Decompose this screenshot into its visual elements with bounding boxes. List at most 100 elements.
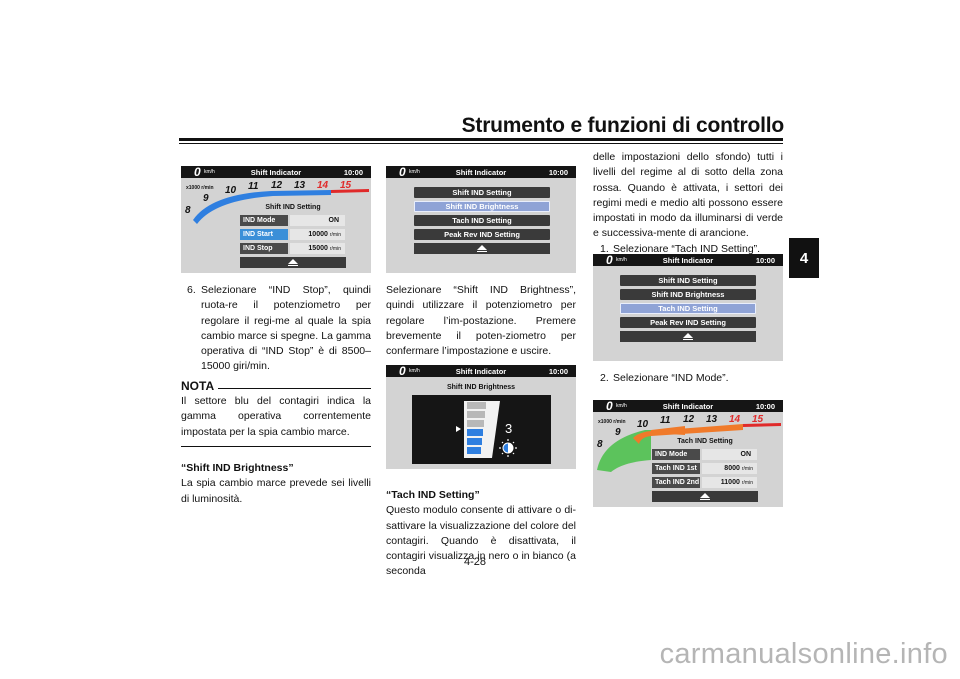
tick-label-12: 12 [683, 414, 695, 425]
lcd-clock: 10:00 [755, 256, 775, 265]
speed-unit: km/h [616, 257, 627, 263]
tick-label-14: 14 [729, 414, 741, 425]
eject-up-icon [477, 245, 487, 252]
back-button[interactable] [414, 243, 550, 254]
screen-settings-menu-tach: 0 km/h Shift Indicator 10:00 Shift IND S… [593, 253, 783, 361]
lcd-clock: 10:00 [548, 168, 568, 177]
speed-unit: km/h [616, 403, 627, 409]
tacho-red-band [331, 189, 369, 193]
screen-settings-menu-brightness: 0 km/h Shift Indicator 10:00 Shift IND S… [386, 165, 576, 273]
row-ind-mode[interactable]: IND Mode ON [652, 449, 758, 460]
brightness-panel: 3 [412, 395, 551, 464]
menu-item-shift-ind-brightness[interactable]: Shift IND Brightness [620, 289, 756, 300]
tick-label-15: 15 [752, 414, 764, 425]
row-label: IND Mode [240, 215, 288, 226]
tick-label-15: 15 [340, 180, 352, 191]
step-text: Selezionare “Tach IND Setting”. [613, 242, 761, 255]
nota-title: NOTA [181, 378, 215, 393]
brightness-bar [467, 438, 482, 445]
screen-brightness-adjust: 0 km/h Shift Indicator 10:00 Shift IND B… [386, 364, 576, 469]
tacho-blue-band [193, 190, 331, 224]
row-label: IND Mode [652, 449, 700, 460]
tick-label-12: 12 [271, 180, 283, 191]
row-label: IND Start [240, 229, 288, 240]
speed-unit: km/h [204, 169, 215, 175]
eject-up-icon [288, 259, 298, 266]
panel-title: Shift IND Setting [265, 204, 321, 211]
menu-item-shift-ind-setting[interactable]: Shift IND Setting [414, 187, 550, 198]
menu-item-peak-rev-ind-setting[interactable]: Peak Rev IND Setting [620, 317, 756, 328]
speed-readout: 0 [399, 165, 406, 179]
step-2: 2. Selezionare “IND Mode”. [593, 371, 783, 386]
tacho-red-band [743, 423, 781, 427]
row-ind-mode[interactable]: IND Mode ON [240, 215, 346, 226]
lcd-top-bar: 0 km/h Shift Indicator 10:00 [593, 253, 783, 267]
menu-item-shift-ind-setting[interactable]: Shift IND Setting [620, 275, 756, 286]
lcd-title: Shift Indicator [250, 168, 302, 177]
menu-item-tach-ind-setting[interactable]: Tach IND Setting [620, 303, 756, 314]
lcd-top-bar: 0 km/h Shift Indicator 10:00 [181, 165, 371, 179]
lcd-title: Shift Indicator [455, 168, 507, 177]
tach-text: Questo modulo consente di attivare o di-… [386, 504, 576, 578]
brightness-bar [467, 420, 484, 427]
nota-rule [218, 388, 371, 390]
step-number: 1. [600, 242, 609, 255]
speed-readout: 0 [606, 399, 613, 413]
brightness-heading: “Shift IND Brightness” [181, 461, 294, 474]
nota-heading: NOTA [181, 379, 371, 394]
menu-item-shift-ind-brightness[interactable]: Shift IND Brightness [414, 201, 550, 212]
back-button[interactable] [652, 491, 758, 502]
page-number: 4-28 [464, 556, 487, 568]
back-button[interactable] [620, 331, 756, 342]
lcd-title: Shift Indicator [455, 367, 507, 376]
tick-label-8: 8 [597, 439, 603, 450]
tach-text-continued: delle impostazioni dello sfondo) tutti i… [593, 151, 783, 240]
tach-heading: “Tach IND Setting” [386, 489, 480, 501]
page-header-title: Strumento e funzioni di controllo [461, 114, 785, 137]
tick-label-13: 13 [706, 414, 718, 425]
nota-text: Il settore blu del contagiri indica la g… [181, 395, 371, 438]
lcd-clock: 10:00 [343, 168, 363, 177]
brightness-instructions: Selezionare “Shift IND Brightness”, quin… [386, 284, 576, 358]
speed-readout: 0 [606, 253, 613, 267]
brightness-bar [467, 411, 485, 418]
row-value: ON [290, 215, 345, 226]
menu-item-tach-ind-setting[interactable]: Tach IND Setting [414, 215, 550, 226]
tick-label-14: 14 [317, 180, 329, 191]
column-2-bottom: “Tach IND Setting” Questo modulo consent… [386, 488, 576, 580]
eject-up-icon [683, 333, 693, 340]
brightness-level: 3 [505, 421, 512, 436]
panel-title: Shift IND Brightness [446, 384, 516, 391]
tick-label-9: 9 [203, 193, 209, 204]
nota-end-rule [181, 445, 371, 447]
lcd-clock: 10:00 [755, 402, 775, 411]
column-3-middle: 2. Selezionare “IND Mode”. [593, 371, 783, 386]
tick-label-11: 11 [660, 415, 671, 426]
tick-label-11: 11 [248, 181, 259, 192]
panel-title: Tach IND Setting [677, 438, 733, 445]
back-button[interactable] [240, 257, 346, 268]
lcd-title: Shift Indicator [662, 402, 714, 411]
tick-label-13: 13 [294, 180, 306, 191]
watermark[interactable]: carmanualsonline.info [659, 638, 948, 670]
header-rule [179, 138, 783, 141]
lcd-top-bar: 0 km/h Shift Indicator 10:00 [593, 399, 783, 413]
row-label: IND Stop [240, 243, 288, 254]
tick-label-10: 10 [637, 419, 649, 430]
brightness-graphic: 3 [456, 401, 517, 458]
speed-unit: km/h [409, 368, 420, 374]
tacho-graphic: x1000 r/min 8 9 10 11 12 13 14 15 [185, 180, 369, 224]
step-1: 1. Selezionare “Tach IND Setting”. [593, 242, 783, 257]
lcd-title: Shift Indicator [662, 256, 714, 265]
menu-item-peak-rev-ind-setting[interactable]: Peak Rev IND Setting [414, 229, 550, 240]
column-1: 6. Selezionare “IND Stop”, quindi ruota-… [181, 283, 371, 507]
speed-readout: 0 [194, 165, 201, 179]
header-rule-thin [179, 143, 783, 144]
chapter-tab: 4 [789, 238, 819, 278]
